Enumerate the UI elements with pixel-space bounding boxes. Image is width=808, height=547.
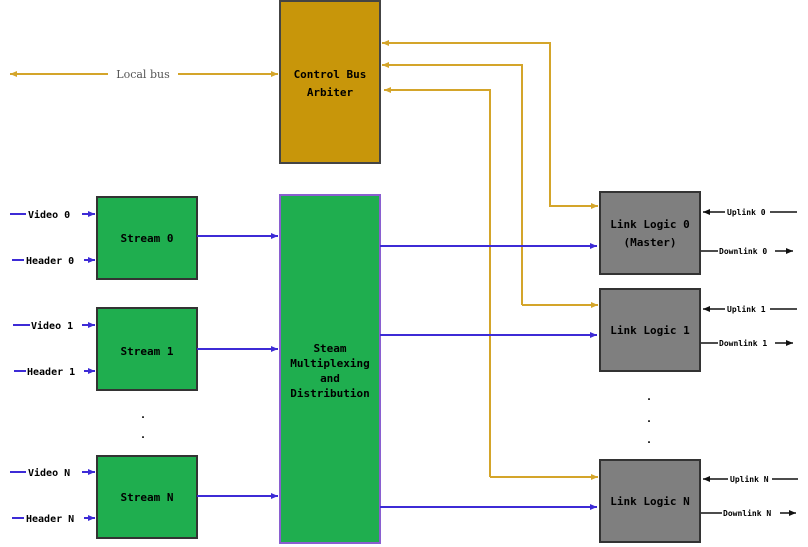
link-n-box [599, 459, 701, 543]
downlink-0-label: Downlink 0 [719, 246, 767, 256]
stream-1-label: Stream 1 [121, 345, 174, 358]
control-line-linkN [384, 87, 491, 477]
stream-0: Video 0 Header 0 Stream 0 [10, 196, 278, 280]
header-0-label: Header 0 [26, 256, 74, 267]
link-ellipsis-dot-3: . [646, 435, 652, 446]
mux-label-line3: and [320, 372, 340, 385]
video-1-label: Video 1 [31, 320, 73, 332]
link-ellipsis: . . . [646, 392, 652, 446]
mux-box [279, 194, 381, 544]
stream-0-box [96, 196, 198, 280]
mux-label-line1: Steam [313, 342, 346, 355]
control-line-link1 [382, 62, 523, 305]
arbiter-label-line2: Arbiter [307, 86, 354, 99]
stream-n-label: Stream N [121, 491, 174, 504]
stream-n: Video N Header N Stream N [10, 455, 278, 539]
uplink-1-label: Uplink 1 [727, 304, 766, 314]
local-bus-label: Local bus [116, 68, 170, 81]
link-0-label-line1: Link Logic 0 [610, 218, 689, 231]
link-logic-0: Link Logic 0 (Master) Uplink 0 Downlink … [599, 191, 797, 275]
control-bus-arbiter: Control Bus Arbiter [279, 0, 381, 164]
mux-outputs [380, 243, 597, 510]
link-n-label-line1: Link Logic N [610, 495, 689, 508]
stream-0-label: Stream 0 [121, 232, 174, 245]
video-0-label: Video 0 [28, 209, 70, 221]
stream-n-box [96, 455, 198, 539]
mux-label-line4: Distribution [290, 387, 369, 400]
mux-label-line2: Multiplexing [290, 357, 369, 370]
stream-1: Video 1 Header 1 Stream 1 [13, 307, 278, 391]
uplink-0-label: Uplink 0 [727, 207, 766, 217]
local-bus: Local bus [10, 68, 278, 81]
link-0-label-line2: (Master) [624, 236, 677, 249]
ellipsis-dot-2: . [140, 430, 146, 441]
control-bus-lines [382, 40, 598, 480]
link-logic-1: Link Logic 1 Uplink 1 Downlink 1 [599, 288, 797, 372]
ellipsis-dot-1: . [140, 410, 146, 421]
downlink-n-label: Downlink N [723, 508, 771, 518]
stream-ellipsis: . . [140, 410, 146, 441]
link-1-box [599, 288, 701, 372]
link-1-label-line1: Link Logic 1 [610, 324, 690, 337]
link-ellipsis-dot-2: . [646, 414, 652, 425]
link-ellipsis-dot-1: . [646, 392, 652, 403]
arbiter-box [279, 0, 381, 164]
link-0-box [599, 191, 701, 275]
header-n-label: Header N [26, 514, 74, 525]
stream-multiplexer: Steam Multiplexing and Distribution [279, 194, 381, 544]
header-1-label: Header 1 [27, 367, 75, 378]
video-n-label: Video N [28, 467, 70, 479]
uplink-n-label: Uplink N [730, 474, 769, 484]
link-logic-n: Link Logic N Uplink N Downlink N [599, 459, 798, 543]
downlink-1-label: Downlink 1 [719, 338, 767, 348]
arbiter-label-line1: Control Bus [294, 68, 367, 81]
